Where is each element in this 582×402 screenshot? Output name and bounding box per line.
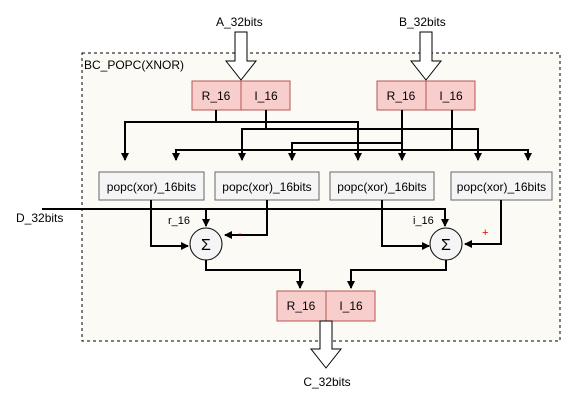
- d-input-wires: [42, 208, 449, 227]
- routing-wires: [121, 110, 532, 161]
- popc-block-2: popc(xor)_16bits: [214, 171, 320, 201]
- adder-i-sign: +: [482, 227, 488, 239]
- input-b-label: B_32bits: [399, 15, 446, 29]
- adder-i-symbol: Σ: [441, 237, 451, 254]
- adder-i-input-label: i_16: [413, 215, 434, 227]
- input-a-r-label: R_16: [202, 89, 231, 103]
- output-r-label: R_16: [287, 299, 316, 313]
- popc-block-3: popc(xor)_16bits: [329, 171, 435, 201]
- input-a-i-label: I_16: [254, 89, 278, 103]
- adder-r-input-label: r_16: [168, 215, 190, 227]
- input-b-i-label: I_16: [439, 89, 463, 103]
- popc-block-1: popc(xor)_16bits: [98, 171, 205, 201]
- adder-r-symbol: Σ: [201, 237, 211, 254]
- popc-to-adder-wires: [150, 200, 502, 250]
- output-register: R_16 I_16: [276, 290, 376, 322]
- popc-block-4: popc(xor)_16bits: [450, 171, 553, 201]
- output-label: C_32bits: [303, 375, 350, 389]
- adder-i: Σ: [429, 227, 463, 261]
- input-a-register: R_16 I_16: [191, 80, 291, 111]
- adder-to-output-wires: [205, 260, 447, 289]
- popc-block-1-label: popc(xor)_16bits: [107, 180, 196, 194]
- adder-r: Σ: [189, 227, 223, 261]
- popc-block-2-label: popc(xor)_16bits: [222, 180, 311, 194]
- popc-block-4-label: popc(xor)_16bits: [457, 180, 546, 194]
- input-b-register: R_16 I_16: [376, 80, 476, 111]
- output-arrow: [309, 320, 343, 369]
- output-i-label: I_16: [339, 299, 363, 313]
- input-d-label: D_32bits: [16, 211, 63, 225]
- input-b-r-label: R_16: [387, 89, 416, 103]
- input-a-arrow: [224, 31, 258, 81]
- adder-r-sign: -: [238, 228, 242, 240]
- popc-block-3-label: popc(xor)_16bits: [337, 180, 426, 194]
- input-b-arrow: [409, 31, 443, 81]
- container-label: BC_POPC(XNOR): [84, 58, 184, 72]
- input-a-label: A_32bits: [216, 15, 263, 29]
